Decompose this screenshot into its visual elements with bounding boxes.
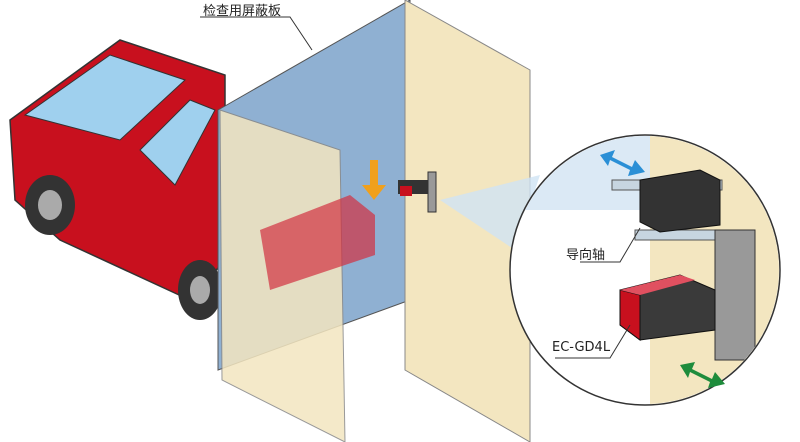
guide-shaft-label: 导向轴 xyxy=(566,248,606,263)
down-arrow-icon xyxy=(362,160,386,200)
shield-plate-label: 检查用屏蔽板 xyxy=(203,4,282,19)
green-double-arrow-icon xyxy=(680,362,725,388)
blue-double-arrow-icon xyxy=(600,150,645,176)
model-label: EC-GD4L xyxy=(552,340,611,355)
car xyxy=(9,39,226,320)
wall xyxy=(404,0,531,442)
